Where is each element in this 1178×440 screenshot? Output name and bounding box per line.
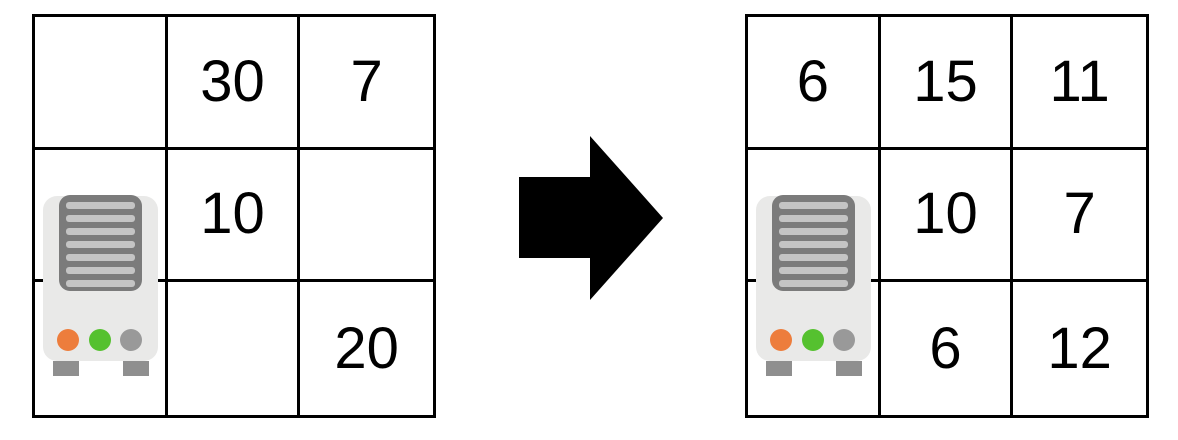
server-vent-stripes bbox=[779, 202, 848, 287]
grid-cell: 11 bbox=[1013, 17, 1146, 150]
server-icon bbox=[43, 195, 158, 376]
grid-cell: 10 bbox=[880, 149, 1014, 283]
grid-cell: 15 bbox=[880, 17, 1014, 150]
grid-cell: 30 bbox=[167, 17, 301, 150]
server-feet bbox=[766, 361, 862, 376]
status-dot-green bbox=[802, 329, 824, 351]
grid-cell: 20 bbox=[334, 315, 399, 381]
server-feet bbox=[53, 361, 149, 376]
grid-cell: 7 bbox=[1013, 150, 1146, 283]
grid-cell bbox=[748, 282, 881, 415]
right-grid: 6 15 11 10 7 6 12 bbox=[745, 14, 1149, 418]
grid-cell bbox=[35, 282, 168, 415]
grid-cell: 6 bbox=[748, 17, 881, 150]
grid-cell: 7 bbox=[300, 17, 433, 150]
left-grid: 30 7 10 20 bbox=[32, 14, 436, 418]
grid-cell bbox=[168, 282, 301, 415]
grid-cell: 6 bbox=[881, 282, 1014, 415]
grid-cell bbox=[300, 150, 433, 283]
grid-cell: 10 bbox=[167, 149, 301, 283]
server-vent-stripes bbox=[66, 202, 135, 287]
right-arrow-icon bbox=[519, 136, 663, 300]
status-dot-gray bbox=[833, 329, 855, 351]
status-dot-gray bbox=[120, 329, 142, 351]
grid-cell bbox=[35, 17, 168, 150]
grid-cell: 12 bbox=[1047, 315, 1112, 381]
server-icon bbox=[756, 195, 871, 376]
status-dot-green bbox=[89, 329, 111, 351]
status-dot-orange bbox=[770, 329, 792, 351]
status-dot-orange bbox=[57, 329, 79, 351]
